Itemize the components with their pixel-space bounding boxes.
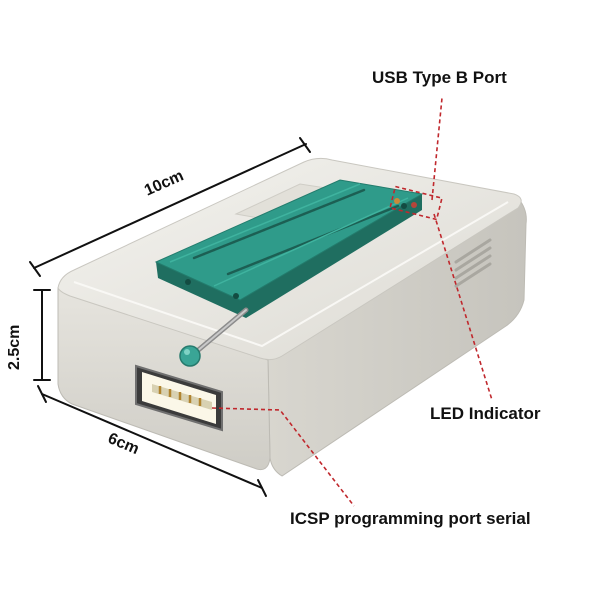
callout-lines [211,97,493,507]
side-vent [454,238,492,288]
icsp-callout-line [211,407,355,507]
length-dimension-line [33,143,307,269]
led-callout-box [389,185,443,221]
led-indicator-label: LED Indicator [430,404,541,423]
usb-callout-line [431,97,443,201]
led-indicator-area [394,198,417,208]
icsp-port-label: ICSP programming port serial [290,509,531,528]
socket-pin-slots [192,188,366,260]
socket-lever [179,307,249,367]
width-dimension-line [41,393,263,489]
icsp-port [135,364,223,432]
zif-socket [154,179,424,318]
dimension-lines [29,137,311,497]
led-callout-line [433,213,493,401]
usb-port-label: USB Type B Port [372,68,507,87]
height-dimension-label: 2.5cm [6,324,23,370]
